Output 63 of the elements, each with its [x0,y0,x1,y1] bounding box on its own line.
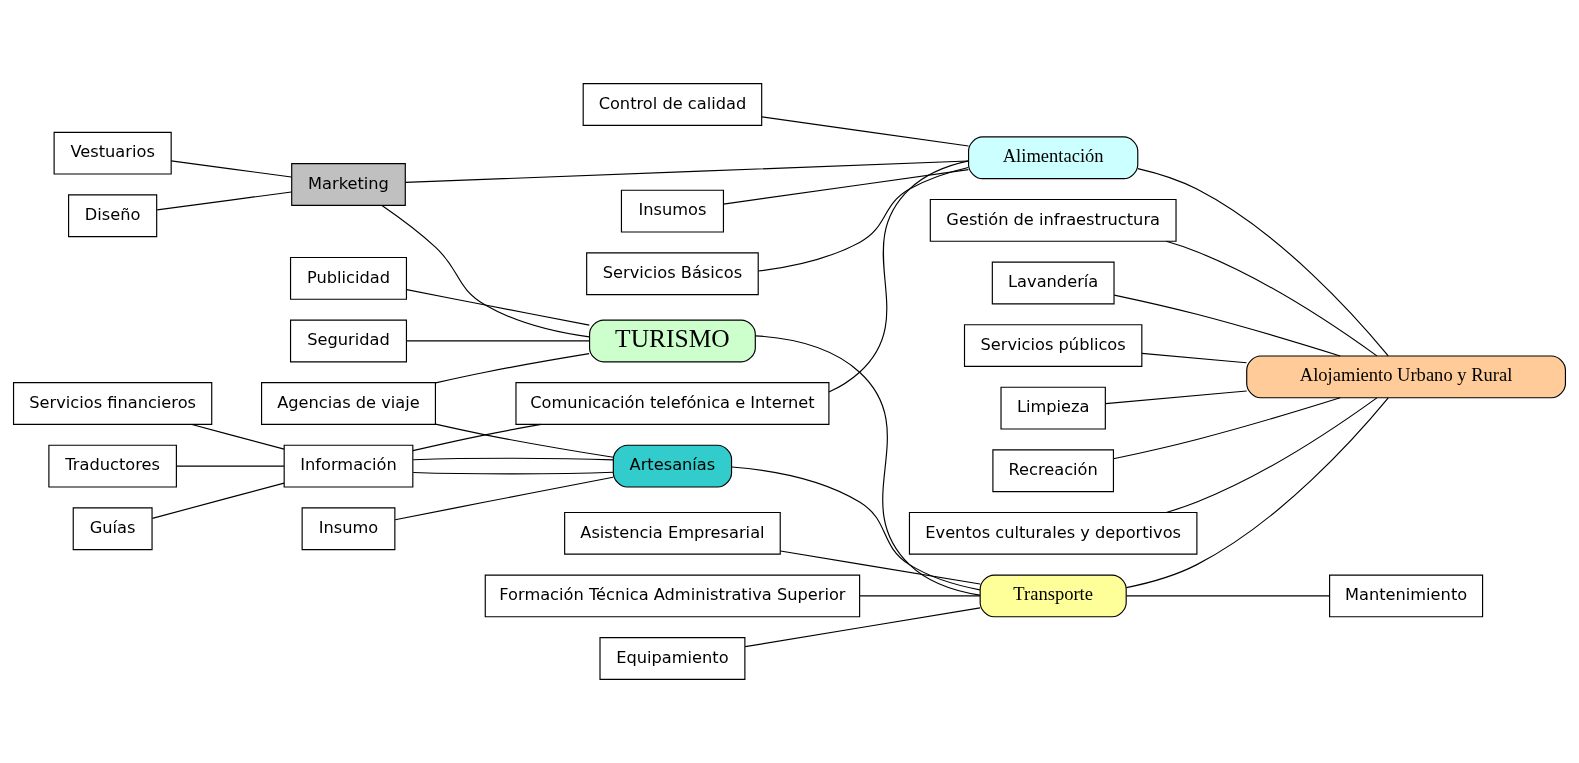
connector [1105,390,1248,405]
connector [731,466,981,591]
node-box: Lavandería [991,261,1115,305]
node-box: Guías [72,507,153,551]
connector [156,191,292,211]
node-box: Marketing [291,163,406,206]
node-box: Artesanías [612,444,733,488]
node-box: Insumos [620,189,725,233]
connector [828,160,970,393]
node-box: Servicios Básicos [586,252,759,296]
connector [1137,168,1389,357]
node-box: Servicios públicos [963,324,1143,367]
connector [406,340,590,342]
connector [1165,397,1378,513]
node-box: Traductores [48,444,177,488]
node-box: Comunicación telefónica e Internet [515,382,830,425]
node-box: Transporte [979,574,1127,618]
connector [404,160,969,183]
node-box: Alojamiento Urbano y Rural [1246,355,1567,399]
node-box: Información [283,444,414,488]
node-box: Seguridad [289,319,408,363]
connector [1141,352,1248,364]
node-box: Alimentación [968,136,1139,180]
connector [779,550,981,585]
connector [412,423,542,452]
node-box: Recreación [992,449,1114,493]
node-box: Servicios financieros [12,382,213,425]
connector [381,204,590,338]
connector [394,476,614,521]
connector [176,465,285,467]
connector [744,607,981,648]
node-box: Asistencia Empresarial [564,511,781,555]
node-box: Diseño [68,194,158,238]
connector [1125,397,1389,589]
node-box: Gestión de infraestructura [929,198,1177,242]
connector [722,169,969,205]
connector [1165,240,1378,357]
connector [1113,294,1341,357]
connector [412,471,614,475]
node-box: Publicidad [289,256,408,300]
connector [406,289,590,326]
node-box: TURISMO [589,319,756,363]
connector [412,457,614,461]
connector [761,116,970,147]
connector [859,595,981,597]
node-box: Agencias de viaje [261,382,436,425]
node-box: Vestuarios [53,131,172,175]
connector [1112,397,1341,460]
node-box: Limpieza [1000,386,1106,430]
connector [435,423,614,458]
node-box: Insumo [301,507,396,551]
connector [757,166,969,272]
connector [151,482,285,519]
node-box: Formación Técnica Administrativa Superior [484,574,861,618]
connector [191,423,285,450]
node-box: Control de calidad [582,83,763,126]
connector [1125,595,1331,597]
node-box: Mantenimiento [1329,574,1484,618]
connector [435,353,590,384]
connector [170,160,292,178]
connector [754,335,981,596]
node-box: Equipamiento [599,637,746,680]
node-box: Eventos culturales y deportivos [908,511,1198,555]
